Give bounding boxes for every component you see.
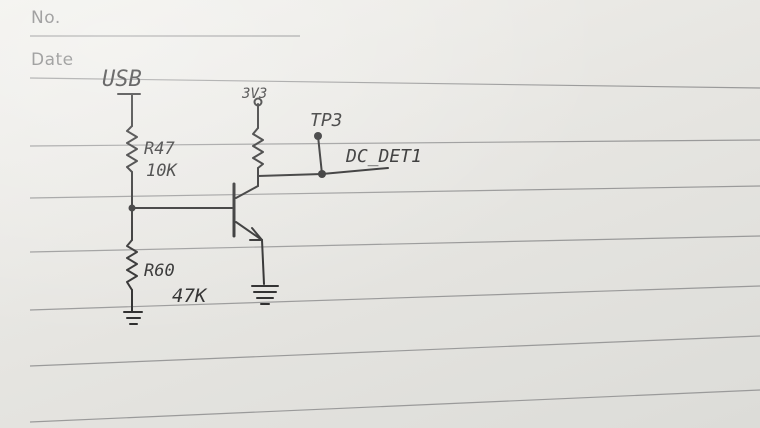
r47-ref: R47 — [144, 139, 175, 159]
transistor-collector — [235, 185, 259, 199]
rule-line — [29, 235, 760, 253]
junction-dot — [318, 170, 326, 178]
r47-value: 10K — [146, 161, 178, 181]
supply-rail-label: 3V3 — [241, 86, 267, 102]
output-wire — [257, 173, 323, 177]
rule-line — [29, 139, 760, 147]
no-label: No. — [31, 8, 61, 28]
junction-dot — [128, 204, 136, 212]
r60-ref: R60 — [144, 261, 175, 281]
resistor-r60 — [126, 239, 138, 291]
net-label: DC_DET1 — [345, 146, 422, 167]
rule-line — [29, 285, 760, 311]
date-label: Date — [31, 50, 74, 70]
supply-node — [253, 97, 263, 107]
resistor-r47 — [126, 125, 138, 173]
testpoint-wire — [317, 135, 323, 175]
rule-line — [29, 389, 760, 423]
rule-line — [29, 77, 760, 89]
r60-value: 47K — [172, 285, 208, 307]
output-wire — [321, 167, 389, 175]
rule-line — [29, 185, 760, 199]
test-point-label: TP3 — [310, 110, 343, 131]
testpoint-dot — [314, 132, 322, 140]
transistor-emitter — [235, 221, 263, 241]
ruled-lines — [29, 35, 760, 423]
resistor-pullup — [252, 127, 264, 169]
wire — [261, 239, 265, 285]
usb-label: USB — [102, 67, 142, 92]
rule-line — [29, 335, 760, 367]
